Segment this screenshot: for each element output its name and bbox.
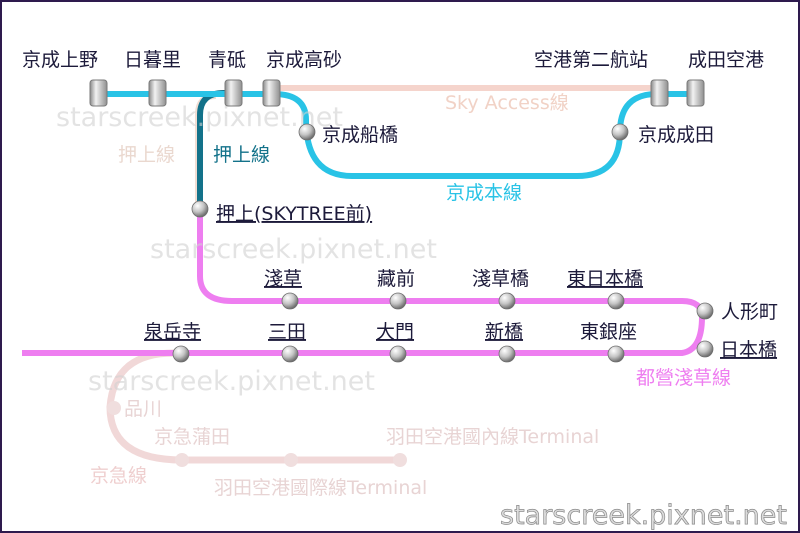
station-dot-higashi-nihombashi: [607, 292, 625, 310]
line-label-keisei-main: 京成本線: [446, 182, 522, 204]
station-label-shimbashi: 新橋: [485, 321, 523, 343]
station-label-nippori: 日暮里: [124, 49, 181, 71]
station-label-oshiage: 押上(SKYTREE前): [216, 203, 372, 225]
station-dot-shinagawa: [107, 401, 121, 415]
station-label-daimon: 大門: [376, 321, 414, 343]
station-dot-higashi-ginza: [607, 345, 625, 363]
station-label-keisei-funabashi: 京成船橋: [322, 124, 398, 146]
watermark-1: starscreek.pixnet.net: [56, 102, 343, 133]
station-label-higashi-nihombashi: 東日本橋: [567, 268, 643, 290]
station-label-mita: 三田: [268, 321, 306, 343]
station-marker-airport-terminal2: [650, 79, 669, 107]
line-label-oshiage: 押上線: [213, 144, 270, 166]
station-marker-narita-airport: [686, 79, 705, 107]
station-dot-mita: [281, 345, 299, 363]
station-label-shinagawa: 品川: [124, 398, 162, 420]
station-dot-shimbashi: [498, 345, 516, 363]
station-marker-keisei-takasago: [262, 79, 281, 107]
station-label-aoto: 青砥: [208, 49, 246, 71]
station-label-keisei-ueno: 京成上野: [22, 49, 98, 71]
station-dot-keisei-funabashi: [298, 123, 316, 141]
station-dot-sengakuji: [172, 345, 190, 363]
station-dot-keikyu-kamata: [175, 453, 189, 467]
station-label-keisei-takasago: 京成高砂: [266, 49, 342, 71]
station-label-haneda-domestic: 羽田空港國內線Terminal: [386, 426, 599, 448]
station-marker-aoto: [224, 79, 243, 107]
station-label-higashi-ginza: 東銀座: [580, 321, 637, 343]
station-dot-daimon: [389, 345, 407, 363]
station-label-keikyu-kamata: 京急蒲田: [154, 426, 230, 448]
station-dot-haneda-international: [284, 453, 298, 467]
station-dot-nihombashi: [696, 340, 714, 358]
line-label-keikyu: 京急線: [90, 465, 147, 487]
station-dot-oshiage: [191, 200, 209, 218]
asakusa-line: [22, 208, 706, 356]
keisei-main-line: [98, 91, 694, 179]
station-label-ningyocho: 人形町: [721, 301, 778, 323]
station-dot-kuramae: [389, 292, 407, 310]
station-label-narita-airport: 成田空港: [688, 49, 764, 71]
station-dot-asakusabashi: [498, 292, 516, 310]
line-label-asakusa: 都營淺草線: [636, 367, 731, 389]
signature-watermark: starscreek.pixnet.net: [500, 500, 787, 531]
station-label-asakusa: 淺草: [264, 268, 302, 290]
station-label-asakusabashi: 淺草橋: [472, 268, 529, 290]
station-dot-ningyocho: [696, 302, 714, 320]
station-dot-keisei-narita: [611, 123, 629, 141]
station-dot-haneda-domestic: [393, 453, 407, 467]
line-label-sky-access: Sky Access線: [445, 92, 569, 114]
station-label-kuramae: 藏前: [377, 268, 415, 290]
station-dot-asakusa: [281, 292, 299, 310]
station-label-haneda-international: 羽田空港國際線Terminal: [214, 477, 427, 499]
station-label-nihombashi: 日本橋: [720, 339, 777, 361]
station-label-airport-terminal2: 空港第二航站: [534, 49, 648, 71]
station-label-sengakuji: 泉岳寺: [144, 321, 201, 343]
watermark-3: starscreek.pixnet.net: [88, 366, 375, 397]
station-label-keisei-narita: 京成成田: [638, 124, 714, 146]
station-marker-keisei-ueno: [89, 79, 108, 107]
line-label-oshiage-faded: 押上線: [118, 144, 175, 166]
station-marker-nippori: [148, 79, 167, 107]
watermark-2: starscreek.pixnet.net: [150, 234, 437, 265]
